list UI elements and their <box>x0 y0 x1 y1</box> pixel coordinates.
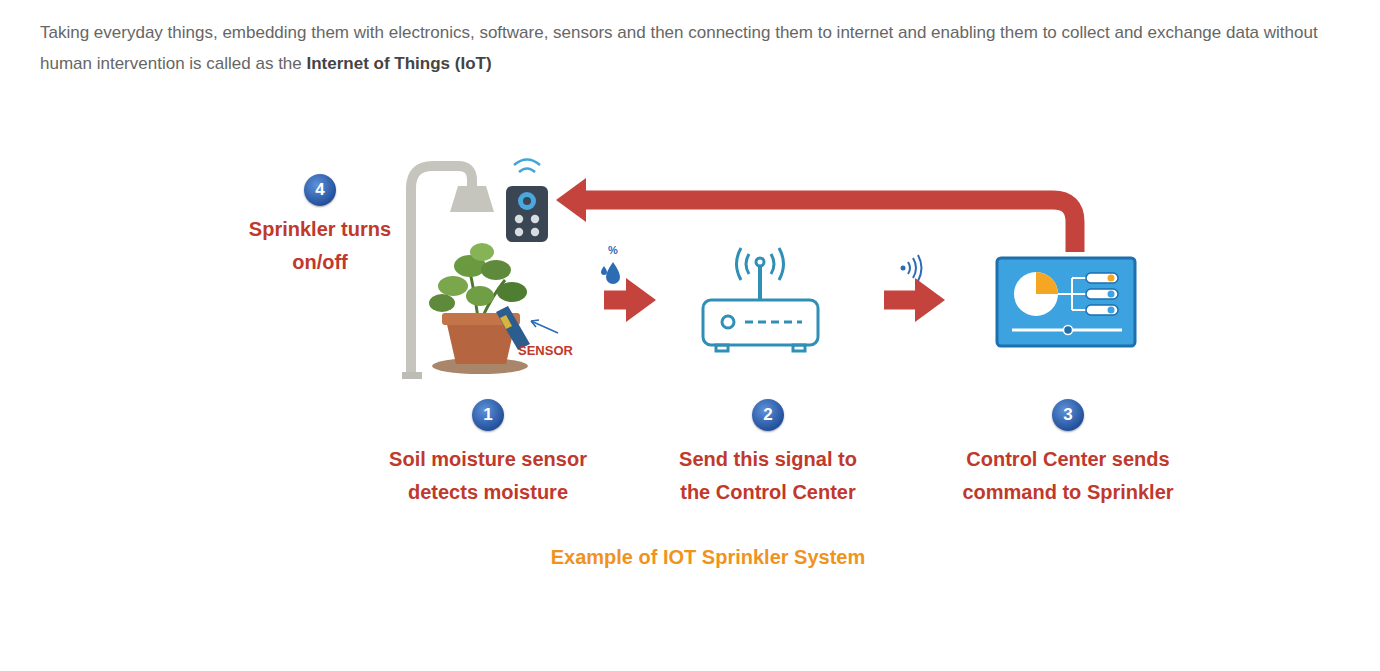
step-label: Sprinkler turns on/off <box>235 213 405 279</box>
moisture-sensor-part <box>531 320 539 327</box>
sprinkler-figure-part <box>450 186 494 212</box>
step-node: 4Sprinkler turns on/off <box>222 165 556 287</box>
part-label: SENSOR <box>518 343 573 358</box>
flow-arrow <box>556 178 1075 252</box>
step-node: 2Send this signal to the Control Center <box>656 235 884 517</box>
step-label: Control Center sends command to Sprinkle… <box>945 443 1191 509</box>
router-icon-part <box>756 258 764 266</box>
remote-control-icon <box>506 160 548 243</box>
remote-control-icon-part <box>506 186 548 242</box>
remote-control-icon-part <box>515 228 523 236</box>
potted-plant-part <box>429 294 455 312</box>
wireless-signal-icon-part <box>901 266 906 271</box>
control-center-screen-part <box>1086 273 1118 283</box>
water-drop-icon-part <box>606 262 620 284</box>
control-center-screen-part <box>1064 326 1073 335</box>
router-icon-part <box>722 316 734 328</box>
flow-arrow <box>884 278 945 322</box>
potted-plant-part <box>497 282 527 302</box>
control-center-screen-part <box>1108 307 1115 314</box>
control-center-screen-part <box>997 258 1135 346</box>
router-icon-part <box>758 266 762 300</box>
control-center-screen-part <box>1086 289 1118 299</box>
arrow-head <box>556 178 586 222</box>
water-drop-icon-part <box>601 266 607 275</box>
arrow-shaft <box>584 200 1075 252</box>
router-icon-part <box>771 254 774 274</box>
sprinkler-figure-part <box>402 372 422 379</box>
remote-control-icon-part <box>515 215 523 223</box>
arrow-head <box>915 278 945 322</box>
control-center-screen-part <box>1036 272 1058 294</box>
remote-control-icon-part <box>531 228 539 236</box>
icon-symbol: % <box>608 244 618 256</box>
potted-plant-part <box>481 260 511 280</box>
moisture-sensor-part <box>531 321 558 333</box>
wireless-signal-icon <box>901 255 922 281</box>
step-node: 3Control Center sends command to Sprinkl… <box>945 252 1191 517</box>
router-icon-part <box>779 248 784 280</box>
intro-text: Taking everyday things, embedding them w… <box>40 17 1358 79</box>
water-drop-icon <box>601 262 620 284</box>
control-center-screen-part <box>1108 275 1115 282</box>
callout-circle: 3 <box>1052 399 1084 431</box>
wireless-signal-icon-part <box>918 255 922 281</box>
potted-plant <box>429 243 528 374</box>
wireless-signal-icon-part <box>908 262 910 274</box>
callout-number: 2 <box>752 399 784 431</box>
router-icon-part <box>737 248 742 280</box>
control-center-screen-part <box>1058 278 1086 310</box>
remote-control-icon-part <box>514 160 540 166</box>
arrow-shaft <box>604 291 628 310</box>
control-center-screen-part <box>1086 305 1118 315</box>
remote-control-icon-part <box>518 192 536 210</box>
router-icon <box>703 248 818 351</box>
flow-arrow <box>604 278 656 322</box>
remote-control-icon-part <box>519 169 535 173</box>
intro-bold: Internet of Things (IoT) <box>307 54 492 73</box>
remote-control-icon-part <box>531 215 539 223</box>
intro-plain: Taking everyday things, embedding them w… <box>40 23 1318 73</box>
control-center-screen-part <box>1014 272 1058 316</box>
callout-circle: 2 <box>752 399 784 431</box>
control-center-screen-part <box>1108 291 1115 298</box>
router-icon-part <box>746 254 749 274</box>
router-icon-part <box>716 345 728 351</box>
step-node: 1Soil moisture sensor detects moisture <box>372 285 604 517</box>
wireless-signal-icon-part <box>913 258 916 278</box>
control-center-screen <box>997 258 1135 346</box>
router-icon-part <box>745 321 802 324</box>
step-label: Soil moisture sensor detects moisture <box>374 443 602 509</box>
callout-circle: 4 <box>304 174 336 206</box>
potted-plant-part <box>470 243 494 261</box>
callout-number: 3 <box>1052 399 1084 431</box>
router-icon-part <box>703 300 818 345</box>
callout-circle: 1 <box>472 399 504 431</box>
arrow-head <box>626 278 656 322</box>
arrow-shaft <box>884 291 917 310</box>
remote-control-icon-part <box>523 197 531 205</box>
potted-plant-part <box>466 286 494 306</box>
router-icon-part <box>793 345 805 351</box>
potted-plant-part <box>438 276 468 296</box>
moisture-sensor-part <box>500 315 512 329</box>
figure-caption: Example of IOT Sprinkler System <box>340 546 1076 569</box>
step-label: Send this signal to the Control Center <box>666 443 871 509</box>
callout-number: 4 <box>304 174 336 206</box>
callout-number: 1 <box>472 399 504 431</box>
